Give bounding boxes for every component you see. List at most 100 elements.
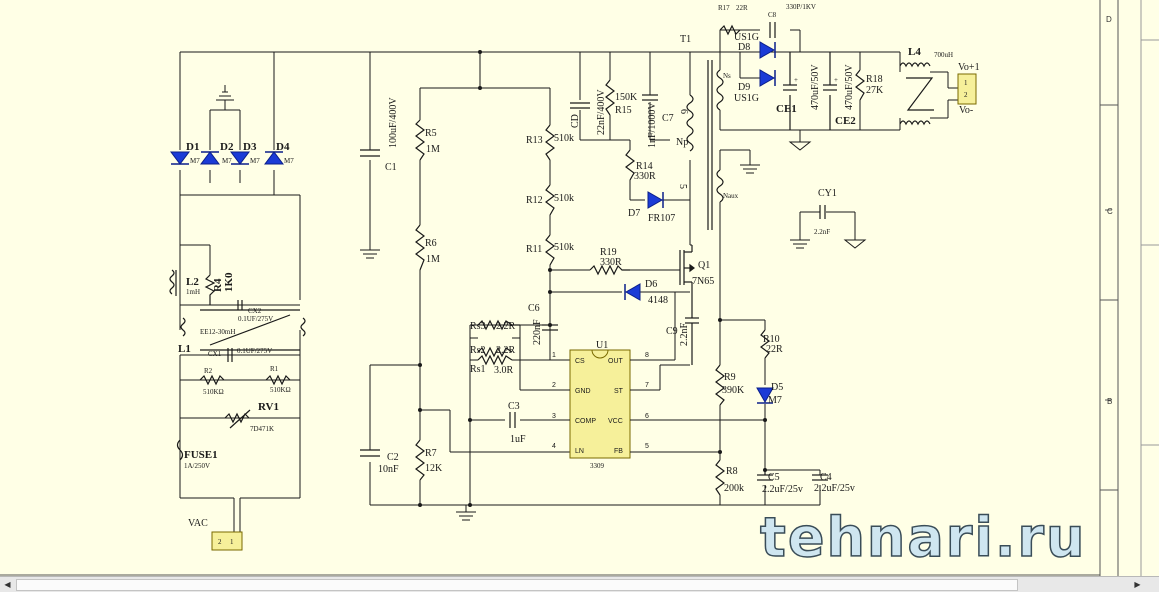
label-fuse1-value: 1A/250V <box>184 462 210 470</box>
label-c8-value: 330P/1KV <box>786 3 816 11</box>
label-c6: C6 <box>528 303 540 314</box>
resistor-r2 <box>199 374 225 386</box>
label-c1-value: 100uF/400V <box>388 97 399 148</box>
label-winding-6: 6 <box>678 109 689 114</box>
label-c7: C7 <box>662 113 674 124</box>
label-c7-value: 1nF/1000V <box>647 102 658 148</box>
junction <box>418 503 422 507</box>
label-cx1: CX1 <box>208 350 222 358</box>
ic-u1 <box>569 349 631 459</box>
label-l2: L2 <box>186 276 199 288</box>
output-pin-1: 1 <box>964 79 968 87</box>
label-r9-value: 390K <box>722 385 745 396</box>
junction <box>478 86 482 90</box>
scroll-right-arrow-icon[interactable]: ▶ <box>1134 580 1141 589</box>
junction <box>763 418 767 422</box>
pin-number-7: 7 <box>645 382 649 389</box>
junction <box>468 418 472 422</box>
scrollbar-thumb[interactable] <box>16 579 1018 591</box>
resistor-r7 <box>415 439 425 481</box>
label-r4-value: 1K0 <box>223 272 235 292</box>
sheet-border <box>0 0 1159 576</box>
label-r5: R5 <box>425 128 437 139</box>
label-c6-value: 220nF <box>532 319 543 345</box>
ground-symbol-aux <box>740 164 760 174</box>
resistor-r9 <box>715 364 725 406</box>
capacitor-c2 <box>360 449 380 457</box>
label-l4-value: 700uH <box>934 51 953 59</box>
junction <box>548 268 552 272</box>
transformer-t1 <box>686 60 724 230</box>
pin-number-5: 5 <box>645 443 649 450</box>
label-ce2-value: 470uF/50V <box>844 64 855 110</box>
choke-l1 <box>180 309 306 351</box>
capacitor-c8 <box>769 22 776 38</box>
label-r15: R15 <box>615 105 632 116</box>
label-d5: D5 <box>771 382 783 393</box>
zone-label-c: C <box>1107 207 1113 216</box>
pin-label-cs: CS <box>575 358 585 365</box>
label-r12-value: 510k <box>554 193 574 204</box>
capacitor-cy1-plates <box>819 205 826 219</box>
horizontal-scrollbar[interactable]: ◀ ▶ <box>0 576 1159 592</box>
resistor-r8 <box>715 459 725 496</box>
watermark-text: tehnari.ru <box>760 506 1087 569</box>
label-d3: D3 <box>243 141 257 153</box>
ce2-polarity: + <box>834 76 838 84</box>
label-q1-value: 7N65 <box>692 276 714 287</box>
pin-label-gnd: GND <box>575 388 591 395</box>
label-vac: VAC <box>188 518 208 529</box>
resistor-r12 <box>545 184 555 216</box>
label-r6-value: 1M <box>426 254 440 265</box>
label-ce1: CE1 <box>776 103 797 115</box>
label-r19-value: 330R <box>600 257 622 268</box>
label-d4-type: M7 <box>284 157 294 165</box>
label-r19: R19 <box>600 247 617 258</box>
ic-wiring <box>470 292 765 453</box>
label-r7-value: 12K <box>425 463 443 474</box>
label-rv1: RV1 <box>258 401 279 413</box>
resistor-rs3 <box>477 319 520 331</box>
label-l1-value: EE12-30mH <box>200 328 235 336</box>
pin-label-comp: COMP <box>575 418 596 425</box>
label-c9-value: 2.2nF <box>679 323 690 347</box>
diode-d1 <box>170 151 190 165</box>
label-r7: R7 <box>425 448 437 459</box>
label-r11: R11 <box>526 244 542 255</box>
junction <box>718 318 722 322</box>
label-d9: D9 <box>738 82 750 93</box>
capacitor-cy1 <box>790 211 867 249</box>
pin-number-2: 2 <box>552 382 556 389</box>
label-d7-value: FR107 <box>648 213 675 224</box>
vcc-wiring <box>690 230 821 506</box>
label-ce2: CE2 <box>835 115 856 127</box>
resistor-r1 <box>265 374 291 386</box>
diode-d9 <box>759 69 776 87</box>
capacitor-c6 <box>542 324 558 331</box>
label-cd: CD <box>570 114 581 128</box>
label-q1: Q1 <box>698 260 710 271</box>
resistor-r15 <box>605 79 615 116</box>
capacitor-c9 <box>685 310 699 365</box>
capacitor-cd <box>570 102 590 109</box>
label-r10-value: 22R <box>766 344 783 355</box>
label-rs3-value: 2.2R <box>496 321 516 332</box>
diode-d4 <box>264 151 284 165</box>
resistor-r5 <box>415 119 425 161</box>
label-c5: C5 <box>768 472 780 483</box>
label-vo-minus: Vo- <box>959 105 973 116</box>
output-connector <box>957 73 977 105</box>
label-c3-value: 1uF <box>510 434 526 445</box>
zone-label-b: B <box>1107 397 1112 406</box>
label-r1: R1 <box>270 365 279 373</box>
label-ns: Ns <box>723 72 731 80</box>
pin-number-6: 6 <box>645 413 649 420</box>
label-r13-value: 510k <box>554 133 574 144</box>
pin-number-8: 8 <box>645 352 649 359</box>
scroll-left-arrow-icon[interactable]: ◀ <box>4 580 11 589</box>
vac-pin-2: 2 <box>218 538 222 546</box>
resistor-r14 <box>625 149 635 181</box>
label-cd-value: 22nF/400V <box>596 89 607 135</box>
label-d3-type: M7 <box>250 157 260 165</box>
